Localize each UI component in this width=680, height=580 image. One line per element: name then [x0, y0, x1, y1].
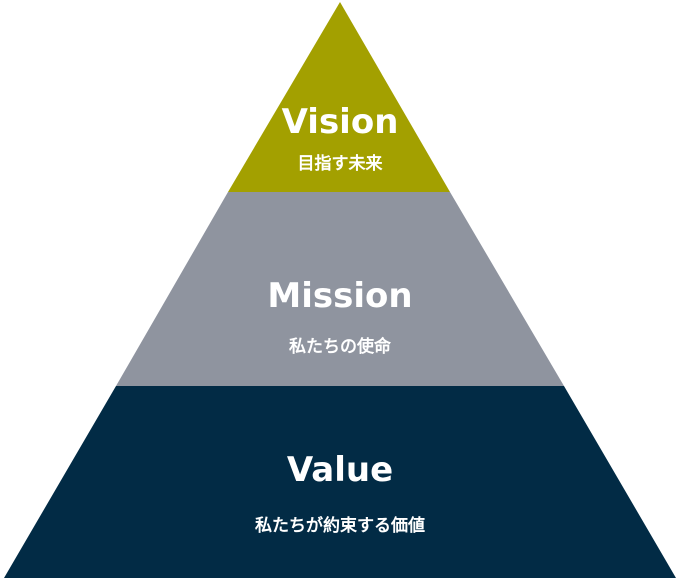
tier-mission-shape	[116, 192, 564, 386]
tier-value-subtitle: 私たちが約束する価値	[255, 515, 425, 536]
tier-vision-title: Vision	[282, 102, 399, 142]
tier-vision-shape	[228, 2, 450, 192]
tier-value-title: Value	[287, 450, 393, 490]
tier-mission-title: Mission	[267, 276, 412, 316]
tier-value-shape	[4, 386, 676, 578]
tier-mission-subtitle: 私たちの使命	[289, 336, 392, 357]
tier-vision-subtitle: 目指す未来	[298, 153, 384, 174]
